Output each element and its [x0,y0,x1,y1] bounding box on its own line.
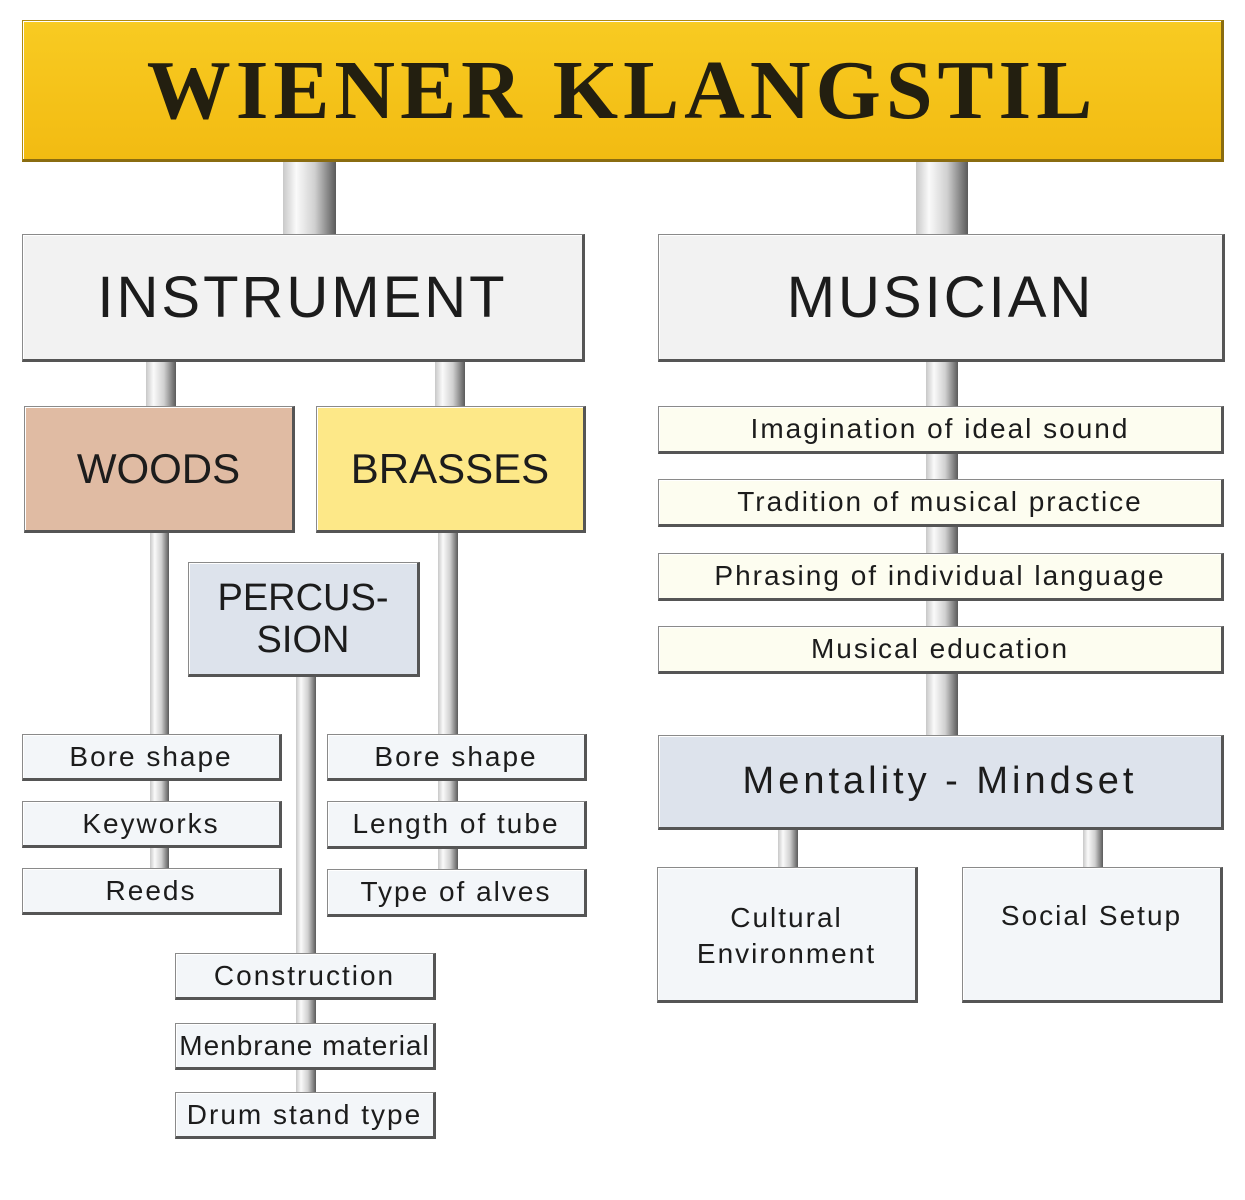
item-label: Menbrane material [179,1029,430,1061]
item-label: Imagination of ideal sound [750,413,1130,444]
item-label: Type of alves [360,876,552,907]
item-label: Drum stand type [186,1098,423,1130]
brasses-item: Bore shape [327,734,587,781]
item-label: Keyworks [82,807,220,839]
connector [146,360,176,408]
connector [150,530,169,870]
woods-item: Reeds [22,868,282,915]
cultural-label-2: Environment [696,938,877,969]
percussion-label-2: SION [256,618,350,661]
mentality-label: Mentality - Mindset [742,760,1138,802]
item-label: Construction [213,959,396,991]
item-label: Bore shape [374,740,538,772]
diagram-title: WIENER KLANGSTIL [22,20,1224,162]
brasses-label: BRASSES [350,444,550,492]
woods-item: Bore shape [22,734,282,781]
musician-label: MUSICIAN [786,264,1095,330]
item-label: Tradition of musical practice [737,486,1143,517]
connector [916,160,968,236]
item-label: Bore shape [69,740,233,772]
brasses-item: Length of tube [327,801,587,849]
brasses-item: Type of alves [327,869,587,917]
musician-item: Musical education [658,626,1224,674]
musician-box: MUSICIAN [658,234,1225,362]
woods-item: Keyworks [22,801,282,848]
percussion-item: Menbrane material [175,1023,436,1070]
connector [435,360,465,408]
social-setup-box: Social Setup [962,867,1223,1003]
musician-item: Phrasing of individual language [658,553,1224,601]
percussion-box: PERCUS-SION [188,562,420,677]
connector [283,160,336,236]
item-label: Length of tube [352,808,560,839]
musician-item: Tradition of musical practice [658,479,1224,527]
connector [438,530,458,870]
percussion-item: Drum stand type [175,1092,436,1139]
brasses-box: BRASSES [316,406,586,533]
connector [1083,828,1103,870]
percussion-label-1: PERCUS- [217,576,389,619]
percussion-item: Construction [175,953,436,1000]
cultural-label-1: Cultural [730,902,843,933]
instrument-label: INSTRUMENT [97,264,508,330]
connector [778,828,798,870]
instrument-box: INSTRUMENT [22,234,585,362]
item-label: Musical education [810,633,1070,664]
item-label: Phrasing of individual language [714,560,1166,591]
social-label: Social Setup [1000,900,1183,931]
woods-box: WOODS [24,406,295,533]
title-text: WIENER KLANGSTIL [146,43,1098,137]
item-label: Reeds [105,874,197,906]
woods-label: WOODS [76,444,241,492]
musician-item: Imagination of ideal sound [658,406,1224,454]
mentality-box: Mentality - Mindset [658,735,1224,830]
